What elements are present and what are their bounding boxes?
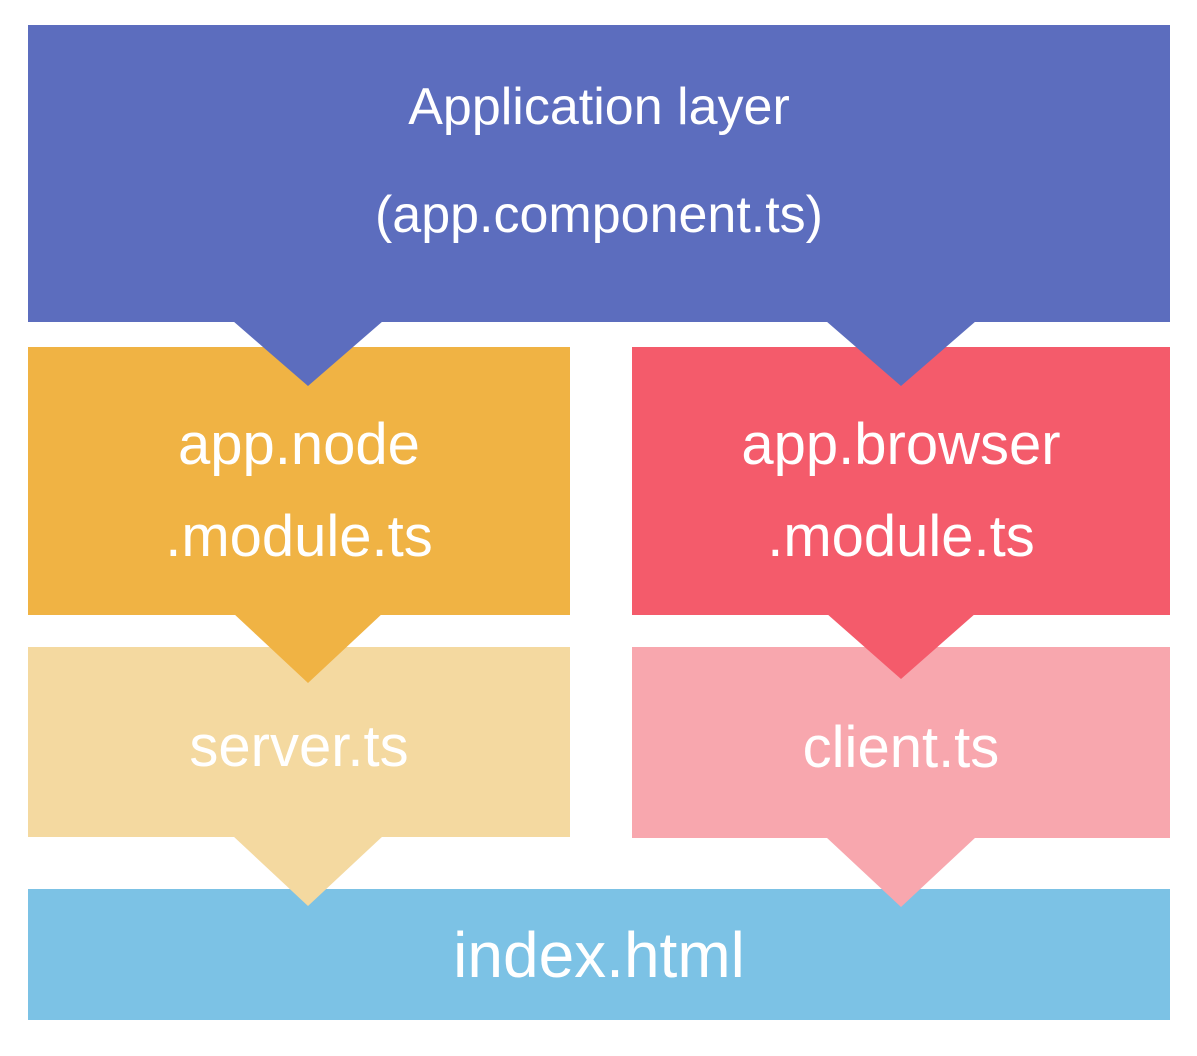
box-app-browser-module: app.browser .module.ts [632, 347, 1170, 615]
box-app-node-module: app.node .module.ts [28, 347, 570, 615]
box-label-line: (app.component.ts) [374, 185, 824, 244]
box-label-line: Application layer [408, 77, 790, 136]
box-label-line: .module.ts [767, 504, 1035, 569]
box-server-ts: server.ts [28, 647, 570, 837]
box-label-line: app.browser [741, 412, 1061, 477]
box-index-html: index.html [28, 889, 1170, 1020]
box-label-line: index.html [453, 918, 745, 991]
box-label-line: .module.ts [165, 504, 433, 569]
box-label-line: client.ts [802, 714, 1000, 780]
box-label-line: app.node [178, 412, 420, 477]
box-application-layer: Application layer (app.component.ts) [28, 25, 1170, 322]
box-label-line: server.ts [189, 714, 409, 779]
